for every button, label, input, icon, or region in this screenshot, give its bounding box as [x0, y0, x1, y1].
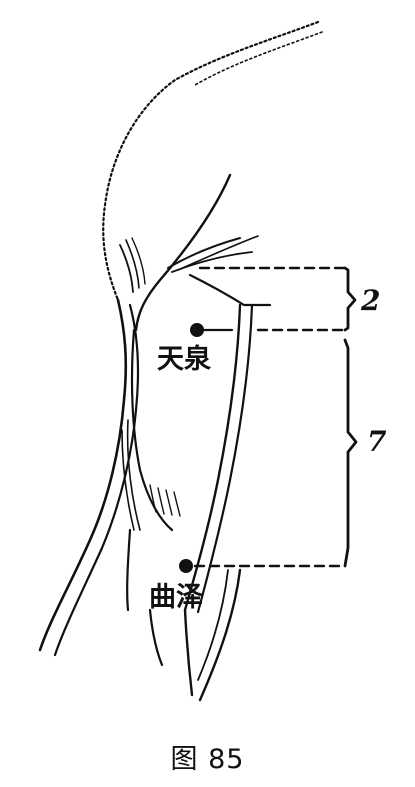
shoulder-contour	[103, 22, 318, 300]
biceps-hatch-2	[158, 488, 164, 514]
biceps-hatch-3	[166, 490, 172, 515]
bracket-upper	[345, 268, 355, 330]
biceps-hatch-4	[174, 492, 180, 516]
measurement-upper: 2	[361, 287, 380, 315]
tianquan-point	[190, 323, 204, 337]
armpit-crease-1	[168, 238, 240, 268]
figure-caption: 图 85	[0, 737, 415, 776]
forearm-taper-left	[185, 610, 192, 695]
outer-arm-contour	[40, 300, 126, 650]
forearm-outer-1	[127, 530, 130, 610]
tianquan-label: 天泉	[157, 346, 211, 373]
forearm-taper-right	[200, 570, 240, 700]
deltoid-fold	[136, 175, 230, 330]
shoulder-contour-inner	[195, 32, 322, 85]
bracket-lower	[345, 340, 356, 566]
forearm-outer-2	[150, 610, 162, 665]
quze-label: 曲泽	[149, 584, 203, 611]
measurement-lower: 7	[367, 428, 386, 456]
quze-point	[179, 559, 193, 573]
axillary-fold	[190, 275, 270, 305]
